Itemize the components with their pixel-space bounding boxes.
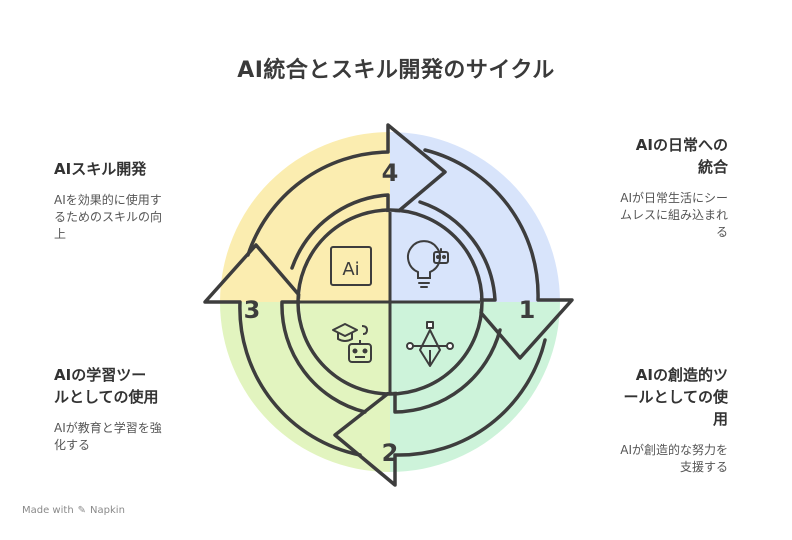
ai-box-icon: Ai [330, 246, 372, 286]
footer-prefix: Made with [22, 505, 74, 516]
step-2-text: AIの創造的ツ ールとしての使 用 AIが創造的な努力を 支援する [578, 364, 728, 476]
step-2-desc-line: AIが創造的な努力を [620, 443, 728, 457]
footer-brand: Napkin [90, 505, 125, 516]
footer-watermark: Made with ✎ Napkin [22, 505, 125, 516]
step-4-text: AIスキル開発 AIを効果的に使用す るためのスキルの向 上 [54, 158, 204, 243]
step-4-number: 4 [382, 159, 399, 187]
step-2-description: AIが創造的な努力を 支援する [578, 442, 728, 476]
step-3-desc-line: 化する [54, 438, 91, 452]
pen-tool-icon [406, 321, 454, 367]
step-1-heading: AIの日常への 統合 [578, 134, 728, 178]
step-3-heading-line: AIの学習ツー [54, 366, 147, 384]
ring-segment-top-left [220, 132, 390, 302]
step-4-heading-line: AIスキル開発 [54, 160, 147, 178]
step-4-desc-line: AIを効果的に使用す [54, 193, 162, 207]
ai-box-icon-text: Ai [342, 259, 359, 280]
lightbulb-robot-icon [407, 240, 449, 288]
inner-quadrant-bottom-left [300, 302, 390, 392]
step-1-desc-line: AIが日常生活にシー [620, 191, 728, 205]
step-3-text: AIの学習ツー ルとしての使用 AIが教育と学習を強 化する [54, 364, 204, 454]
ring-segment-bottom-left [220, 302, 390, 472]
step-1-desc-line: る [715, 225, 728, 239]
ring-segment-bottom-right [390, 302, 560, 472]
step-4-desc-line: 上 [54, 227, 67, 241]
step-2-heading-line: 用 [712, 410, 728, 428]
step-1-description: AIが日常生活にシー ムレスに組み込まれ る [578, 190, 728, 241]
step-3-description: AIが教育と学習を強 化する [54, 420, 204, 454]
graduation-robot-icon [332, 323, 372, 363]
step-3-number: 3 [244, 296, 261, 324]
step-2-heading-line: ールとしての使 [623, 388, 728, 406]
step-1-desc-line: ムレスに組み込まれ [619, 208, 728, 222]
arrow-3-outline [203, 243, 367, 457]
page-title: AI統合とスキル開発のサイクル [237, 58, 555, 83]
cycle-arrows [203, 123, 574, 487]
arrow-1-outline [418, 148, 574, 360]
ring-segment-top-right [390, 132, 560, 302]
inner-quadrant-top-left [300, 212, 390, 302]
napkin-logo-icon: ✎ [77, 505, 87, 516]
step-1-number: 1 [519, 296, 536, 324]
outer-ring [220, 132, 560, 472]
arrow-4-outline [246, 123, 447, 270]
arrow-2-outline [333, 328, 547, 487]
inner-circle [296, 208, 484, 396]
step-2-number: 2 [382, 439, 399, 467]
step-1-text: AIの日常への 統合 AIが日常生活にシー ムレスに組み込まれ る [578, 134, 728, 241]
step-1-heading-line: 統合 [697, 158, 728, 176]
step-4-description: AIを効果的に使用す るためのスキルの向 上 [54, 192, 204, 243]
inner-circle-outline [296, 208, 484, 396]
step-2-heading: AIの創造的ツ ールとしての使 用 [578, 364, 728, 430]
step-3-desc-line: AIが教育と学習を強 [54, 421, 162, 435]
step-3-heading: AIの学習ツー ルとしての使用 [54, 364, 204, 408]
step-3-heading-line: ルとしての使用 [54, 388, 159, 406]
step-4-heading: AIスキル開発 [54, 158, 204, 180]
step-2-desc-line: 支援する [679, 460, 728, 474]
step-2-heading-line: AIの創造的ツ [635, 366, 728, 384]
step-4-desc-line: るためのスキルの向 [54, 210, 163, 224]
step-1-heading-line: AIの日常への [635, 136, 728, 154]
